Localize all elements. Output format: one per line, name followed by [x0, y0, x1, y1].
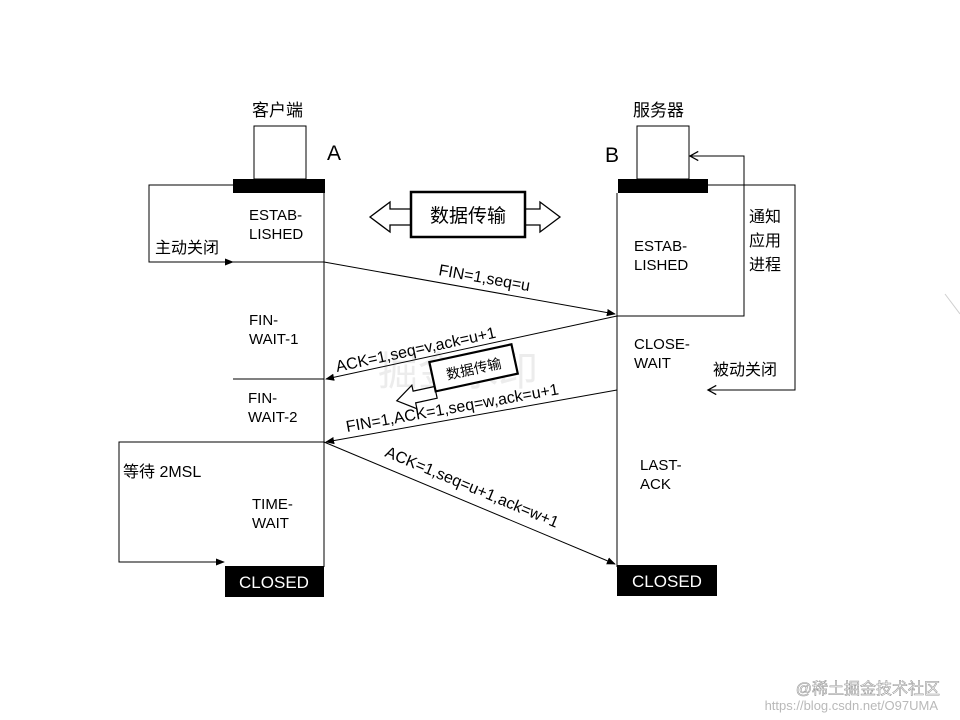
server-label: 服务器	[633, 101, 684, 121]
server-state-close-wait: CLOSE- WAIT	[634, 336, 694, 372]
wait-2msl-loop: 等待 2MSL	[118, 441, 324, 566]
active-close-label: 主动关闭	[155, 238, 219, 257]
client-label: 客户端	[252, 101, 303, 121]
client-closed-label: CLOSED	[239, 573, 309, 592]
client-column: 客户端 A ESTAB- LISHED FIN- WAIT-1 FIN- WAI…	[225, 101, 341, 597]
message-ack2: ACK=1,seq=u+1,ack=w+1	[323, 441, 616, 565]
notify-app-loop: 通知 应用 进程	[688, 150, 786, 317]
wait-2msl-label: 等待 2MSL	[123, 463, 201, 481]
message-fin1: FIN=1,seq=u	[323, 261, 616, 317]
url-watermark: https://blog.csdn.net/O97UMA	[765, 698, 939, 713]
server-process-box	[636, 125, 690, 180]
client-letter: A	[327, 142, 341, 165]
passive-close-loop: 被动关闭	[706, 184, 796, 396]
data-transfer-small: 数据传输	[395, 342, 520, 410]
brand-watermark: @稀土掘金技术社区	[796, 680, 940, 698]
client-process-box	[253, 125, 307, 180]
client-state-established: ESTAB- LISHED	[249, 207, 306, 243]
server-state-established: ESTAB- LISHED	[634, 238, 691, 274]
data-transfer-small-box	[428, 342, 520, 393]
client-closed-box	[225, 566, 324, 597]
client-state-fin-wait-1: FIN- WAIT-1	[249, 312, 298, 348]
active-close-loop: 主动关闭	[148, 184, 234, 266]
server-closed-label: CLOSED	[632, 572, 702, 591]
message-ack2-label: ACK=1,seq=u+1,ack=w+1	[382, 444, 561, 532]
data-transfer-big-box	[409, 190, 527, 239]
server-column: 服务器 B ESTAB- LISHED CLOSE- WAIT LAST- AC…	[605, 101, 717, 596]
server-closed-box	[617, 565, 717, 596]
client-state-fin-wait-2: FIN- WAIT-2	[248, 390, 297, 426]
data-transfer-big-label: 数据传输	[430, 205, 506, 227]
data-transfer-big: 数据传输	[368, 190, 562, 239]
server-state-last-ack: LAST- ACK	[640, 457, 686, 493]
server-letter: B	[605, 144, 619, 167]
client-top-bar	[233, 179, 325, 193]
client-state-time-wait: TIME- WAIT	[252, 496, 297, 532]
notify-app-label: 通知 应用 进程	[749, 207, 786, 274]
edge-stroke	[944, 293, 960, 315]
passive-close-label: 被动关闭	[713, 360, 777, 379]
server-top-bar	[618, 179, 708, 193]
